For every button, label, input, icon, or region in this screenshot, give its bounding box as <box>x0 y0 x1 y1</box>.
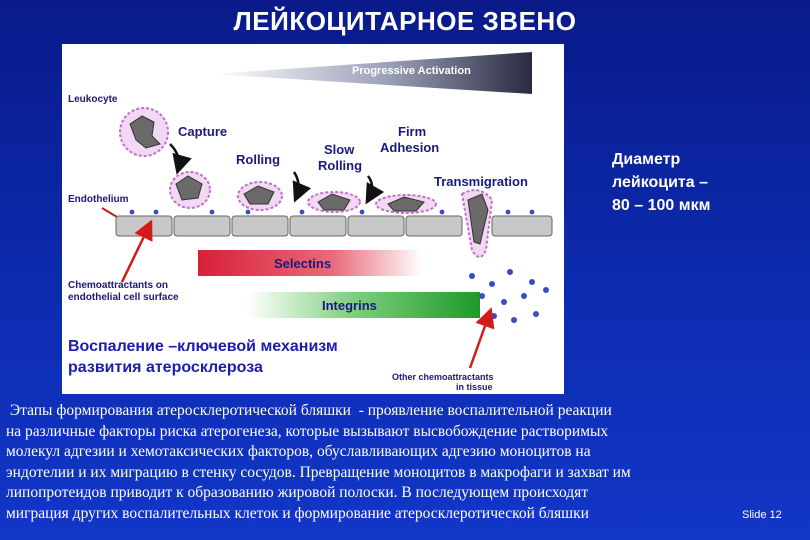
body-line: эндотелии и их миграцию в стенку сосудов… <box>6 463 631 481</box>
slow-rolling-label: Rolling <box>318 158 362 173</box>
chemoattractants-label-2: endothelial cell surface <box>68 292 179 303</box>
side-note-line-1: Диаметр <box>612 151 681 168</box>
endothelium-label: Endothelium <box>68 194 129 205</box>
selectins-label: Selectins <box>274 256 331 271</box>
free-leukocyte <box>119 107 169 157</box>
other-chemoattractants-label-1: Other chemoattractants <box>392 372 494 382</box>
activation-wedge <box>212 52 532 94</box>
body-line: липопротеидов приводит к образованию жир… <box>6 484 589 501</box>
chemoattractants-label-1: Chemoattractants on <box>68 280 168 291</box>
tissue-arrow <box>468 307 495 369</box>
caption-line-2: развития атеросклероза <box>68 359 263 376</box>
side-note-line-3: 80 – 100 мкм <box>612 197 711 214</box>
endothelium-layer <box>115 215 553 237</box>
figure-caption: Воспаление –ключевой механизм развития а… <box>68 336 418 378</box>
other-chemoattractants-label-2: in tissue <box>456 382 493 392</box>
tissue-chemoattractants <box>469 269 549 323</box>
leukocyte-label: Leukocyte <box>68 94 118 105</box>
rolling-label: Rolling <box>236 152 280 167</box>
body-line: на различные факторы риска атерогенеза, … <box>6 422 609 440</box>
chemoattractant-arrow <box>120 219 153 283</box>
leukocyte-cascade-figure: Progressive Activation Leukocyte Capture… <box>62 44 564 394</box>
capture-label: Capture <box>178 124 227 139</box>
side-note-line-2: лейкоцита – <box>612 174 709 191</box>
rolling-arrow <box>292 171 312 203</box>
caption-line-1: Воспаление –ключевой механизм <box>68 338 338 355</box>
cascade-diagram: Progressive Activation Leukocyte Capture… <box>68 52 553 392</box>
integrins-bar <box>248 292 480 318</box>
surface-dots <box>129 209 535 215</box>
body-line: Этапы формирования атеросклеротической б… <box>6 402 612 419</box>
slide-number: Slide 12 <box>742 509 782 521</box>
adhesion-label: Adhesion <box>380 140 439 155</box>
rolling-cells <box>169 171 437 214</box>
slow-rolling-arrow <box>365 175 385 205</box>
progressive-activation-label: Progressive Activation <box>352 65 471 77</box>
transmigration-label: Transmigration <box>434 174 528 189</box>
selectins-bar <box>198 250 422 276</box>
integrins-label: Integrins <box>322 298 377 313</box>
slow-label: Slow <box>324 142 355 157</box>
body-paragraph: Этапы формирования атеросклеротической б… <box>6 401 806 524</box>
leukocyte-diameter-note: Диаметр лейкоцита – 80 – 100 мкм <box>612 148 802 217</box>
capture-arrow <box>169 143 192 175</box>
body-line: миграция других воспалительных клеток и … <box>6 504 589 522</box>
firm-label: Firm <box>398 124 426 139</box>
slide-title: ЛЕЙКОЦИТАРНОЕ ЗВЕНО <box>233 6 577 36</box>
transmigrating-cell <box>460 189 494 258</box>
body-line: молекул адгезии и хемотаксических фактор… <box>6 443 591 460</box>
